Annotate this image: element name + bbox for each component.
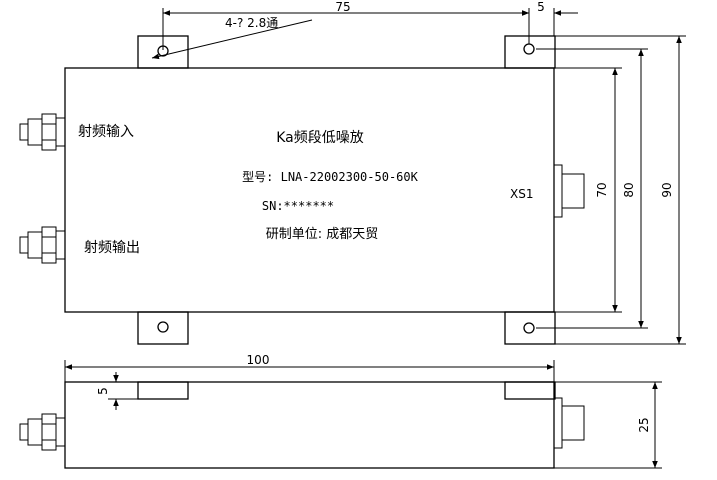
dim-thickness: 25 <box>554 381 662 469</box>
dim-flange-offset: 5 <box>514 0 578 36</box>
product-title: Ka频段低噪放 <box>276 130 364 146</box>
mount-hole-icon <box>523 43 535 55</box>
dim-height-90: 90 <box>555 35 686 345</box>
dim-holes: 4-? 2.8通 <box>151 16 313 60</box>
svg-text:70: 70 <box>595 182 609 197</box>
svg-text:80: 80 <box>622 182 636 197</box>
side-rf-connector-icon <box>19 413 66 451</box>
product-maker: 研制单位: 成都天贸 <box>266 227 379 242</box>
svg-text:5: 5 <box>96 387 110 395</box>
product-serial: SN:******* <box>262 199 334 213</box>
svg-text:5: 5 <box>537 0 545 14</box>
product-model: 型号: LNA-22002300-50-60K <box>242 170 418 184</box>
housing-body <box>64 67 555 313</box>
flange-top-right <box>504 35 556 69</box>
dim-length: 100 <box>64 353 555 382</box>
side-flange-left <box>137 381 189 400</box>
mount-hole-icon <box>523 322 535 334</box>
dim-height-80: 80 <box>536 48 648 329</box>
side-flange-right <box>504 381 556 400</box>
rf-output-connector-icon <box>19 226 66 264</box>
top-view: Ka频段低噪放 型号: LNA-22002300-50-60K SN:*****… <box>19 0 686 345</box>
svg-text:75: 75 <box>335 0 350 14</box>
dim-hole-spacing: 75 <box>162 0 530 50</box>
dim-side-offset: 5 <box>96 372 138 410</box>
svg-text:4-? 2.8通: 4-? 2.8通 <box>225 16 278 30</box>
xs1-label: XS1 <box>510 187 533 201</box>
side-xs1-connector-icon <box>553 397 585 449</box>
dim-height-70: 70 <box>554 67 622 313</box>
svg-text:25: 25 <box>637 417 651 432</box>
flange-bottom-left <box>137 311 189 345</box>
svg-text:100: 100 <box>247 353 270 367</box>
rf-output-label: 射频输出 <box>84 240 140 256</box>
xs1-connector-icon <box>553 164 585 218</box>
rf-input-label: 射频输入 <box>78 124 134 140</box>
mount-hole-icon <box>157 321 169 333</box>
side-view: 100 5 25 <box>19 353 662 469</box>
svg-text:90: 90 <box>660 182 674 197</box>
rf-input-connector-icon <box>19 113 66 151</box>
